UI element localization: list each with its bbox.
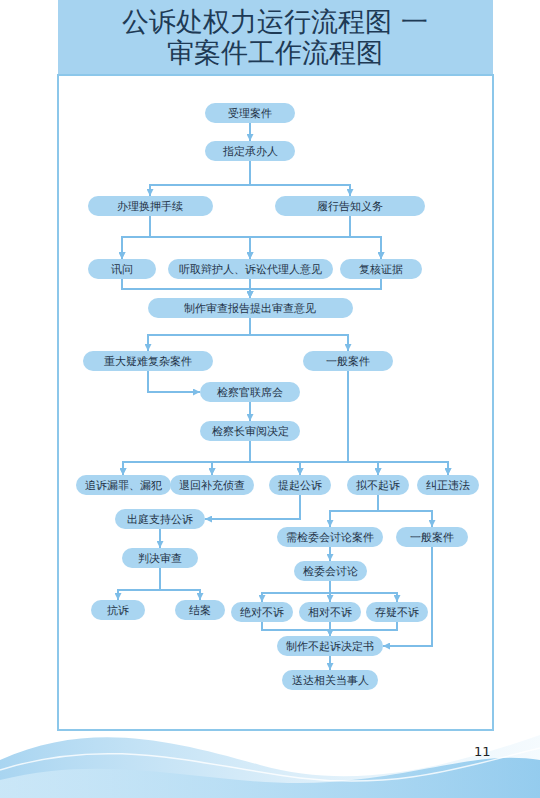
flow-arrow [250, 161, 350, 196]
process-box: 相对不诉 [299, 602, 361, 622]
process-box: 复核证据 [340, 259, 422, 279]
box-label: 履行告知义务 [283, 199, 417, 213]
process-box: 检察长审阅决定 [200, 421, 300, 441]
process-box: 检委会讨论 [294, 561, 367, 581]
flow-arrow [330, 622, 397, 636]
box-label: 拟不起诉 [355, 478, 401, 492]
box-label: 检察长审阅决定 [208, 424, 292, 438]
flow-arrow [205, 495, 300, 519]
flow-arrow [330, 581, 397, 602]
process-box: 抗诉 [91, 600, 145, 620]
box-label: 检委会讨论 [302, 564, 359, 578]
process-box: 制作审查报告提出审查意见 [148, 298, 353, 318]
flow-arrow [123, 441, 250, 475]
process-box: 退回补充侦查 [170, 475, 254, 495]
box-label: 送达相关当事人 [290, 673, 370, 687]
box-label: 纠正违法 [425, 478, 471, 492]
flow-arrow [250, 441, 300, 475]
flow-arrow [160, 568, 200, 600]
flow-arrow [330, 495, 378, 527]
box-label: 判决审查 [130, 551, 190, 565]
wave [0, 758, 540, 798]
box-label: 复核证据 [348, 262, 414, 276]
flow-arrow [250, 441, 378, 475]
flow-arrow [378, 495, 432, 527]
flow-arrow [212, 441, 250, 475]
process-box: 制作不起诉决定书 [277, 636, 383, 656]
panel-frame [58, 75, 493, 730]
box-label: 一般案件 [404, 530, 460, 544]
box-label: 抗诉 [99, 603, 137, 617]
flow-arrow [262, 581, 330, 602]
process-box: 绝对不诉 [231, 602, 293, 622]
flow-arrow [383, 547, 432, 646]
process-box: 追诉漏罪、漏犯 [76, 475, 171, 495]
box-label: 一般案件 [311, 354, 385, 368]
box-label: 制作不起诉决定书 [285, 639, 375, 653]
title-band [58, 0, 493, 75]
process-box: 存疑不诉 [366, 602, 428, 622]
diagram-title: 公诉处权力运行流程图 一审案件工作流程图 [110, 6, 440, 68]
box-label: 提起公诉 [277, 478, 323, 492]
flow-arrow [250, 279, 381, 298]
box-label: 绝对不诉 [239, 605, 285, 619]
flow-arrow [329, 656, 331, 670]
flow-arrow [150, 161, 250, 196]
process-box: 判决审查 [122, 548, 198, 568]
flow-arrow [122, 279, 250, 298]
flow-arrow [262, 622, 330, 636]
flow-arrow [329, 547, 331, 561]
process-box: 送达相关当事人 [282, 670, 378, 690]
flow-arrow [122, 216, 350, 259]
box-label: 相对不诉 [307, 605, 353, 619]
box-label: 出庭支持公诉 [123, 512, 197, 526]
process-box: 结案 [175, 600, 225, 620]
flow-arrow [123, 371, 348, 475]
box-label: 追诉漏罪、漏犯 [84, 478, 163, 492]
box-label: 办理换押手续 [96, 199, 205, 213]
flow-arrow [159, 529, 161, 548]
flow-arrow [118, 568, 160, 600]
flow-arrow [148, 371, 200, 392]
box-label: 检察官联席会 [208, 385, 292, 399]
process-box: 检察官联席会 [200, 382, 300, 402]
box-label: 重大疑难复杂案件 [91, 354, 205, 368]
box-label: 结案 [183, 603, 217, 617]
process-box: 办理换押手续 [88, 196, 213, 216]
process-box: 拟不起诉 [347, 475, 409, 495]
wave-line [0, 748, 540, 781]
flow-arrow [148, 318, 250, 351]
flow-arrow [249, 402, 251, 421]
flow-arrow [250, 216, 350, 259]
wave [0, 735, 540, 798]
process-box: 听取辩护人、诉讼代理人意见 [168, 259, 333, 279]
box-label: 制作审查报告提出审查意见 [156, 301, 345, 315]
process-box: 提起公诉 [269, 475, 331, 495]
process-box: 重大疑难复杂案件 [83, 351, 213, 371]
process-box: 纠正违法 [417, 475, 479, 495]
process-box: 指定承办人 [205, 141, 295, 161]
process-box: 一般案件 [396, 527, 468, 547]
box-label: 存疑不诉 [374, 605, 420, 619]
process-box: 履行告知义务 [275, 196, 425, 216]
process-box: 需检委会讨论案件 [277, 527, 383, 547]
box-label: 听取辩护人、诉讼代理人意见 [176, 262, 325, 276]
box-label: 指定承办人 [213, 144, 287, 158]
process-box: 受理案件 [205, 103, 295, 123]
process-box: 讯问 [88, 259, 156, 279]
process-box: 出庭支持公诉 [115, 509, 205, 529]
flow-arrow [250, 318, 348, 351]
process-box: 一般案件 [303, 351, 393, 371]
flow-arrow [348, 371, 378, 475]
flow-arrow [300, 371, 348, 475]
box-label: 退回补充侦查 [178, 478, 246, 492]
flow-arrow [249, 123, 251, 141]
box-label: 受理案件 [213, 106, 287, 120]
box-label: 需检委会讨论案件 [285, 530, 375, 544]
box-label: 讯问 [96, 262, 148, 276]
page-number: 11 [474, 744, 491, 759]
flow-arrow [350, 216, 381, 259]
flow-arrow [348, 371, 448, 475]
